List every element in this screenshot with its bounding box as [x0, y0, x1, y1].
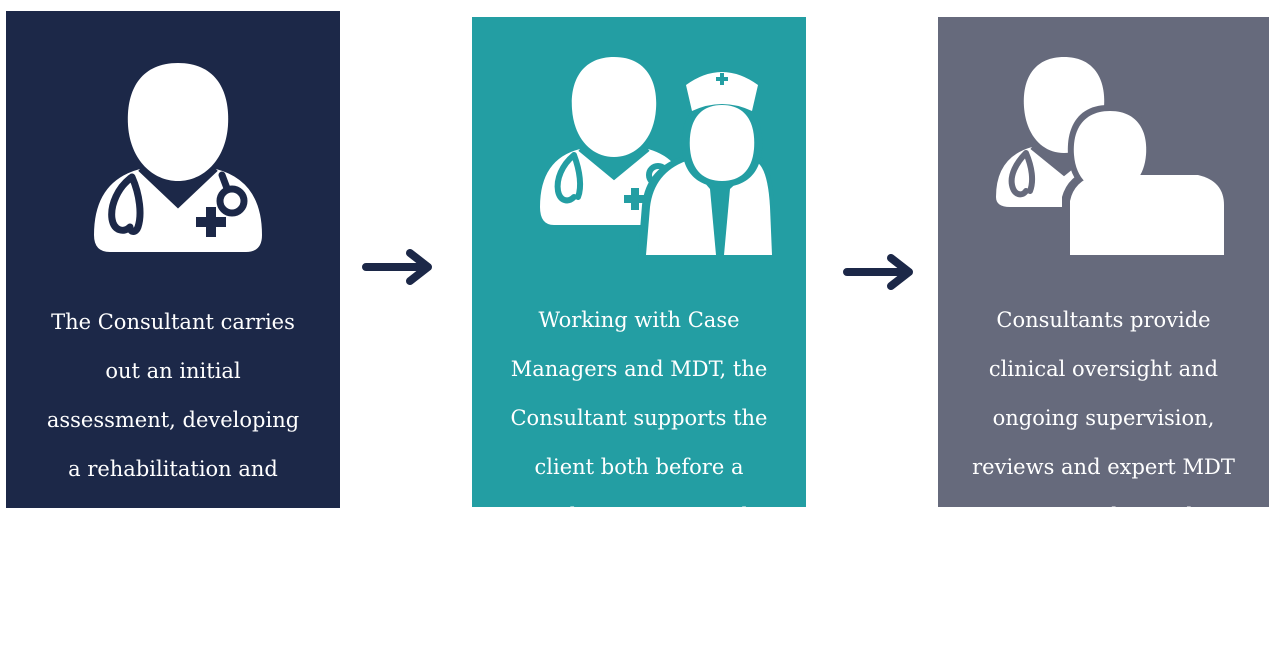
step-1-line: out an initial — [105, 358, 241, 383]
step-1-line: providing a framework — [51, 554, 295, 579]
step-1-text: The Consultant carries out an initial as… — [30, 285, 316, 653]
step-3-card: Consultants provide clinical oversight a… — [938, 17, 1269, 626]
step-3-text: Consultants provide clinical oversight a… — [962, 283, 1245, 651]
step-3-line: support, ultimately — [1002, 503, 1205, 528]
step-3-line: Consultants provide — [996, 307, 1211, 332]
step-3-line: rehabilitation outcomes — [976, 601, 1231, 626]
step-1-line: for the MDT — [107, 603, 239, 628]
step-2-line: client both before a — [534, 454, 744, 479]
step-1-line: The Consultant carries — [51, 309, 295, 334]
step-2-line: conclusion — [582, 601, 696, 626]
step-3-line: achieving better — [1016, 552, 1191, 577]
arrow-right-icon — [362, 249, 432, 285]
arrow-right-icon — [843, 254, 913, 290]
step-3-line: reviews and expert MDT — [972, 454, 1235, 479]
consultant-and-client-icon — [996, 57, 1232, 257]
step-2-line: Working with Case — [538, 307, 740, 332]
step-3-line: clinical oversight and — [988, 356, 1219, 381]
step-2-line: Managers and MDT, the — [510, 356, 768, 381]
step-1-line: a rehabilitation and — [68, 456, 278, 481]
step-1-card: The Consultant carries out an initial as… — [6, 11, 340, 628]
doctor-and-nurse-icon — [540, 57, 776, 255]
step-2-line: settlement is agreed — [529, 503, 749, 528]
step-2-line: Consultant supports the — [510, 405, 768, 430]
step-2-text: Working with Case Managers and MDT, the … — [496, 283, 782, 651]
step-2-line: and after case — [563, 552, 715, 577]
doctor-icon — [94, 63, 262, 252]
step-1-line: treatment plan, and — [67, 505, 279, 530]
step-1-line: assessment, developing — [46, 407, 300, 432]
step-2-card: Working with Case Managers and MDT, the … — [472, 17, 806, 626]
step-3-line: ongoing supervision, — [992, 405, 1215, 430]
